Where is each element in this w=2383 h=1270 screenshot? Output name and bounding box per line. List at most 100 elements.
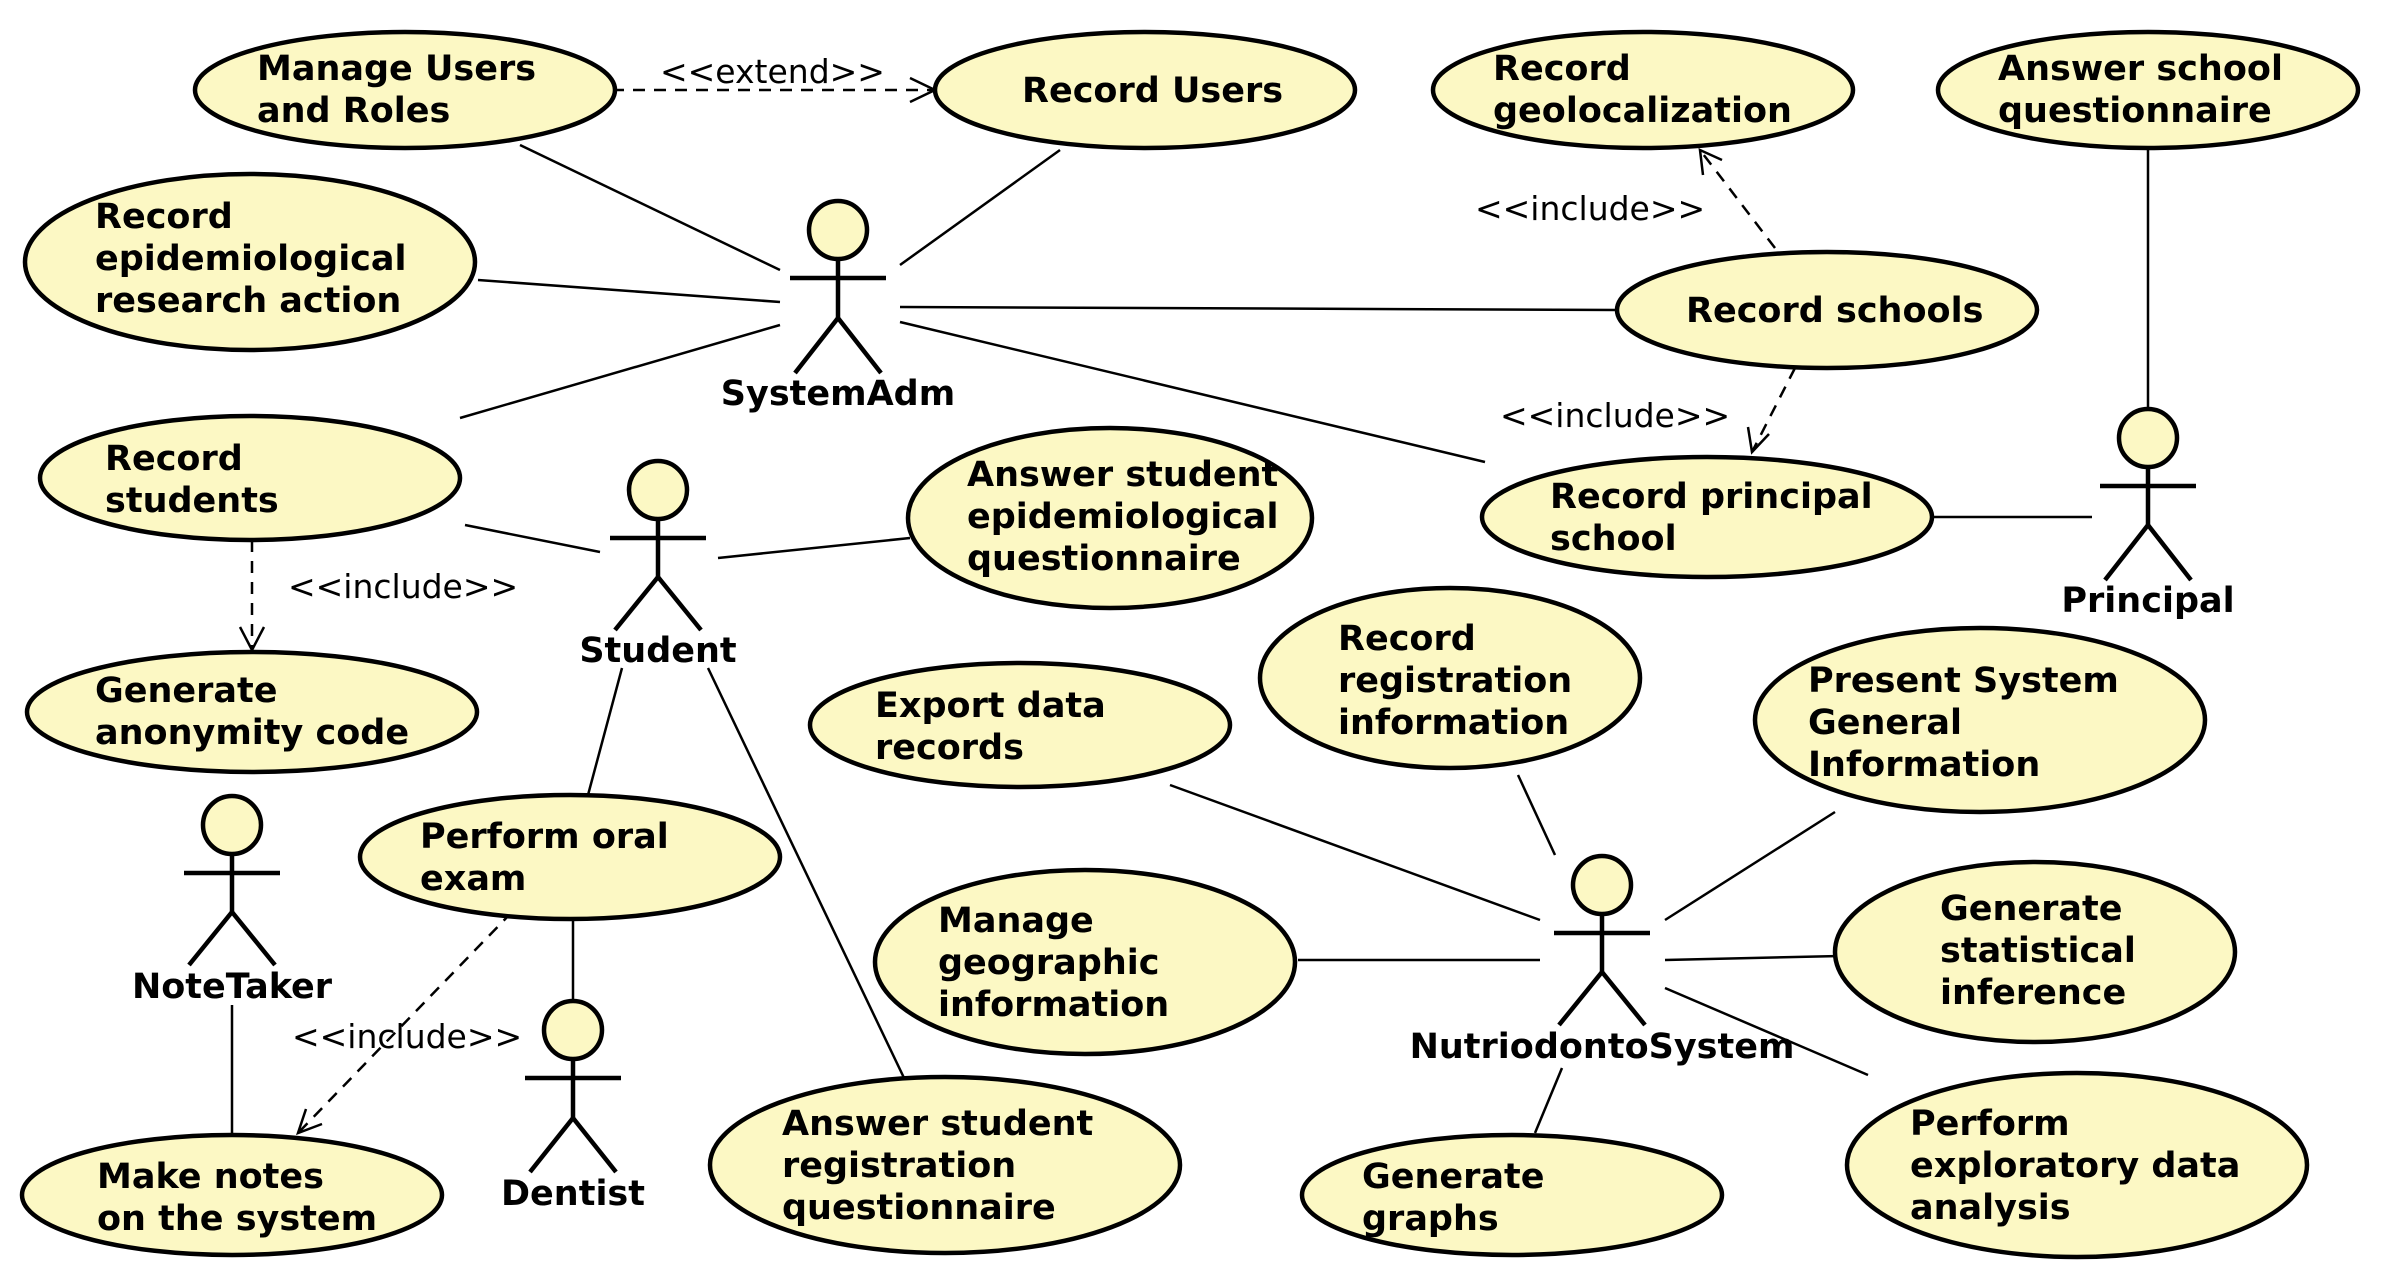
- actor-leg-right: [571, 1116, 618, 1174]
- uc-record-students[interactable]: Record students: [37, 413, 463, 543]
- assoc-graphs-nutriodonto: [1533, 1067, 1564, 1134]
- uc-make-notes-on-the-system[interactable]: Make notes on the system: [19, 1132, 445, 1258]
- assoc-record-users-systemadm: [899, 148, 1061, 267]
- actor-label: Student: [579, 631, 736, 671]
- uc-perform-exploratory-data-analysis[interactable]: Perform exploratory data analysis: [1844, 1070, 2310, 1260]
- uc-label-line: epidemiological: [967, 497, 1279, 537]
- uc-label-line: registration: [1338, 661, 1572, 701]
- uc-label-line: research action: [95, 281, 401, 321]
- actor-leg-right: [2146, 523, 2193, 582]
- actor-head: [1570, 853, 1634, 917]
- uc-label-line: Manage Users: [257, 49, 536, 89]
- uc-ellipse: [19, 1132, 445, 1258]
- assoc-record-students-student: [464, 523, 601, 554]
- uc-label-line: Record: [1493, 49, 1631, 89]
- actor-nutriodontosystem[interactable]: NutriodontoSystem: [1410, 853, 1795, 1067]
- uc-label-line: Export data: [875, 686, 1106, 726]
- svg-text:Record registration: Record registration information: [1338, 619, 1584, 743]
- actor-leg-right: [1600, 970, 1647, 1027]
- actor-dentist[interactable]: Dentist: [501, 998, 645, 1214]
- uc-label-line: information: [938, 985, 1169, 1025]
- uc-record-users[interactable]: Record Users: [932, 29, 1358, 151]
- uc-label-line: Record schools: [1686, 291, 1983, 331]
- uc-ellipse: [905, 425, 1315, 611]
- svg-text:Manage Users and Roles: Manage Users and Roles: [257, 49, 548, 131]
- uc-label-line: geographic: [938, 943, 1159, 983]
- uc-ellipse: [807, 660, 1233, 790]
- uc-generate-anonymity-code[interactable]: Generate anonymity code: [24, 649, 480, 775]
- actor-notetaker[interactable]: NoteTaker: [132, 793, 333, 1007]
- uc-record-registration-information[interactable]: Record registration information: [1257, 585, 1643, 771]
- uc-label-line: questionnaire: [782, 1188, 1056, 1228]
- assoc-answer-reg-student: [706, 667, 907, 1081]
- actor-principal[interactable]: Principal: [2061, 406, 2235, 621]
- include-notes-arrowhead: [295, 1108, 323, 1136]
- svg-text:Record schools: Record schools: [1686, 291, 1983, 331]
- uc-label-line: students: [105, 481, 279, 521]
- uc-answer-student-registration-questionnaire[interactable]: Answer student registration questionnair…: [707, 1074, 1183, 1256]
- uc-label-line: Make notes: [97, 1157, 324, 1197]
- uc-ellipse: [1832, 859, 2238, 1045]
- uc-label-line: Answer student: [967, 455, 1278, 495]
- uc-label-line: Perform oral: [420, 817, 669, 857]
- include-principal-arrow: [1750, 367, 1797, 453]
- assoc-export-nutriodonto: [1169, 783, 1541, 922]
- uc-label-line: inference: [1940, 973, 2126, 1013]
- uc-label-line: Perform: [1910, 1104, 2070, 1144]
- uc-label-line: Information: [1808, 745, 2040, 785]
- svg-text:Record epidemiological: Record epidemiological research action: [95, 197, 419, 321]
- actor-leg-left: [528, 1116, 575, 1174]
- uc-generate-graphs[interactable]: Generate graphs: [1299, 1132, 1725, 1258]
- stereotype-labels: <<extend>> <<include>> <<include>> <<inc…: [288, 52, 1730, 1056]
- uc-ellipse: [22, 171, 478, 353]
- uc-ellipse: [932, 29, 1358, 151]
- actor-leg-right: [230, 910, 277, 967]
- assoc-record-students-systemadm: [459, 323, 781, 420]
- uc-label-line: Manage: [938, 901, 1094, 941]
- uc-export-data-records[interactable]: Export data records: [807, 660, 1233, 790]
- uc-record-schools[interactable]: Record schools: [1614, 249, 2040, 371]
- uc-label-line: Present System: [1808, 661, 2119, 701]
- actor-head: [2116, 406, 2180, 470]
- svg-text:Export data records: Export data records: [875, 686, 1118, 768]
- include-geo-arrow: [1699, 149, 1776, 249]
- actor-leg-left: [1557, 970, 1604, 1027]
- uc-label-line: geolocalization: [1493, 91, 1792, 131]
- uc-generate-statistical-inference[interactable]: Generate statistical inference: [1832, 859, 2238, 1045]
- actors: SystemAdm Student Principal NoteTaker: [132, 198, 2235, 1214]
- uc-perform-oral-exam[interactable]: Perform oral exam: [357, 792, 783, 922]
- uc-label-line: Generate: [95, 671, 277, 711]
- uc-label-line: Generate: [1940, 889, 2122, 929]
- actor-head: [541, 998, 605, 1062]
- svg-text:Answer school question: Answer school questionnaire: [1998, 49, 2295, 131]
- actor-label: SystemAdm: [721, 374, 955, 414]
- uc-manage-geographic-information[interactable]: Manage geographic information: [872, 867, 1298, 1057]
- uc-record-epidemiological-research-action[interactable]: Record epidemiological research action: [22, 171, 478, 353]
- uc-label-line: epidemiological: [95, 239, 407, 279]
- uc-present-system-general-information[interactable]: Present System General Information: [1752, 625, 2208, 815]
- uc-ellipse: [24, 649, 480, 775]
- actor-student[interactable]: Student: [579, 458, 737, 671]
- uc-record-principal-school[interactable]: Record principal school: [1479, 454, 1935, 580]
- uc-answer-school-questionnaire[interactable]: Answer school questionnaire: [1935, 29, 2361, 151]
- uc-ellipse: [357, 792, 783, 922]
- uc-ellipse: [1299, 1132, 1725, 1258]
- assoc-eda-nutriodonto: [1664, 986, 1869, 1077]
- assoc-record-epi-systemadm: [477, 278, 781, 304]
- uc-label-line: Record: [105, 439, 243, 479]
- include-principal-arrowhead: [1746, 426, 1770, 455]
- uc-manage-users-and-roles[interactable]: Manage Users and Roles: [192, 29, 618, 151]
- include-geo-arrowhead: [1698, 147, 1723, 176]
- uc-ellipse: [1935, 29, 2361, 151]
- uc-record-geolocalization[interactable]: Record geolocalization: [1430, 29, 1856, 151]
- uc-ellipse: [1844, 1070, 2310, 1260]
- actor-systemadm[interactable]: SystemAdm: [721, 198, 955, 414]
- uc-label-line: analysis: [1910, 1188, 2071, 1228]
- uc-label-line: Record: [1338, 619, 1476, 659]
- actor-leg-left: [2103, 523, 2150, 582]
- uc-label-line: Answer school: [1998, 49, 2283, 89]
- uc-label-line: statistical: [1940, 931, 2136, 971]
- svg-text:Make notes on the syst: Make notes on the system: [97, 1157, 377, 1239]
- uc-answer-student-epidemiological-questionnaire[interactable]: Answer student epidemiological questionn…: [905, 425, 1315, 611]
